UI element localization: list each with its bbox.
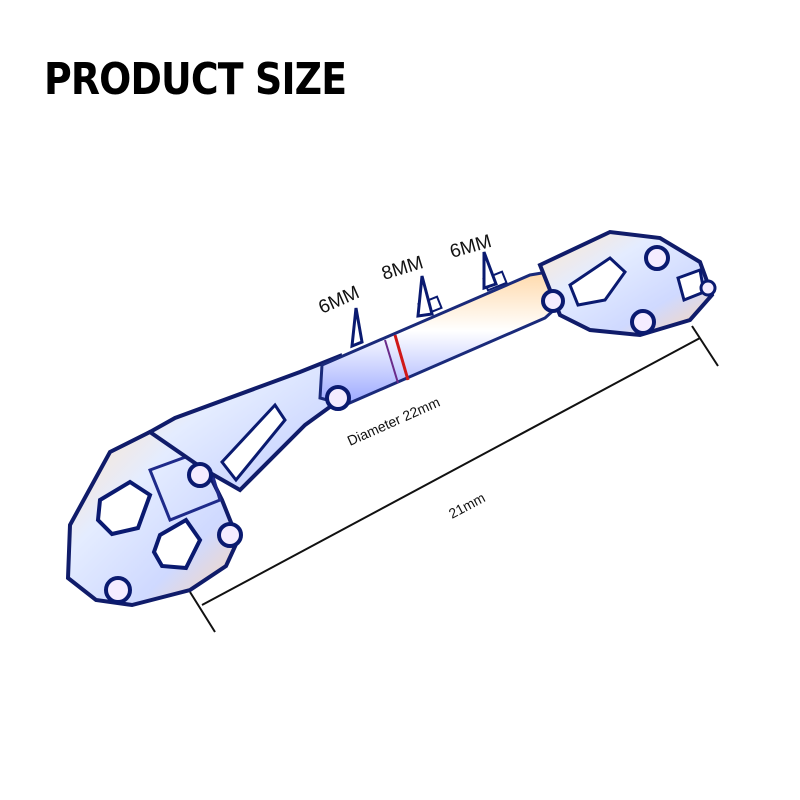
length-dimension (189, 325, 719, 633)
label-diameter: Diameter 22mm (345, 394, 442, 449)
page-title: PRODUCT SIZE (44, 54, 347, 105)
bolts (104, 245, 717, 604)
label-length: 21mm (446, 489, 488, 521)
label-8mm: 8MM (379, 252, 426, 284)
right-clamp (537, 229, 715, 338)
hole-pointers (350, 251, 498, 349)
